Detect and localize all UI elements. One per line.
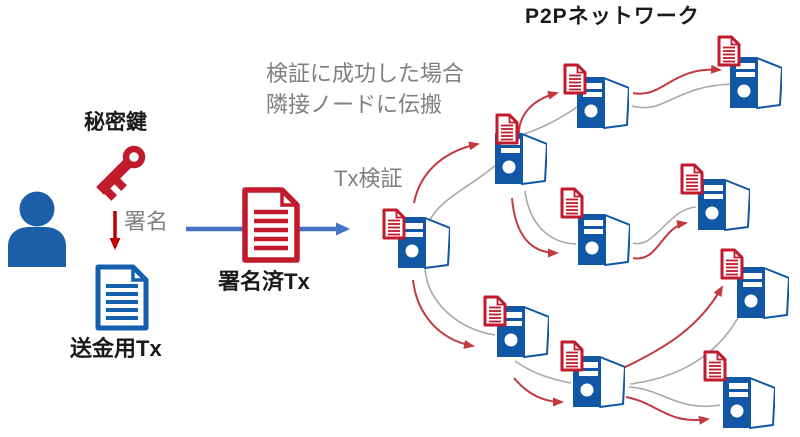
p2p-node-8 xyxy=(483,295,567,381)
p2p-node-6 xyxy=(680,163,768,254)
network-link xyxy=(424,268,496,336)
computer-icon xyxy=(578,214,630,266)
verification-note-line1: 検証に成功した場合 xyxy=(266,61,465,86)
network-link xyxy=(629,311,742,385)
propagation-arrows xyxy=(412,64,723,425)
private-key-icon xyxy=(96,145,146,201)
p2p-node-7 xyxy=(720,248,800,342)
verification-note-line2: 隣接ノードに伝搬 xyxy=(266,92,443,117)
computer-icon xyxy=(573,356,625,408)
propagation-arrow xyxy=(625,396,710,425)
network-link xyxy=(628,386,721,408)
transfer-tx-label: 送金用Tx xyxy=(70,336,162,361)
p2p-node-9 xyxy=(560,340,643,431)
p2p-node-1-entry xyxy=(382,208,468,292)
propagation-arrow xyxy=(513,377,564,407)
propagation-arrow xyxy=(517,90,559,139)
computer-icon xyxy=(723,377,775,429)
tx-document-icon xyxy=(382,208,406,240)
tx-document-icon xyxy=(680,163,704,195)
p2p-node-2 xyxy=(495,113,565,208)
sign-label: 署名 xyxy=(124,209,169,234)
propagation-arrow xyxy=(413,141,480,204)
signed-tx-label: 署名済Tx xyxy=(218,269,310,294)
propagation-arrow xyxy=(632,220,688,260)
network-link xyxy=(523,106,578,135)
propagation-arrow xyxy=(632,64,722,95)
tx-verification-label: Tx検証 xyxy=(334,166,403,191)
computer-icon xyxy=(737,267,789,319)
p2p-node-10 xyxy=(703,350,793,437)
diagram-title: P2Pネットワーク xyxy=(525,5,700,28)
tx-document-icon xyxy=(495,113,519,145)
tx-document-icon xyxy=(483,295,507,327)
tx-document-icon xyxy=(703,350,727,382)
network-link xyxy=(514,360,572,384)
tx-document-icon xyxy=(563,63,587,95)
p2p-node-3 xyxy=(563,63,647,152)
network-links xyxy=(424,83,742,408)
network-link xyxy=(631,83,735,109)
network-link xyxy=(632,206,697,245)
tx-document-icon xyxy=(720,248,744,280)
transfer-tx-document-icon xyxy=(95,264,149,331)
computer-icon xyxy=(698,179,750,231)
user-person-icon xyxy=(8,191,66,267)
propagation-arrow xyxy=(511,197,559,258)
verification-note: 検証に成功した場合 隣接ノードに伝搬 xyxy=(266,58,464,120)
propagation-arrow xyxy=(412,279,475,349)
tx-document-icon xyxy=(560,340,584,372)
network-link xyxy=(524,190,577,245)
propagation-arrow xyxy=(620,285,723,370)
network-link xyxy=(428,163,498,223)
tx-document-icon xyxy=(717,35,741,67)
p2p-node-5 xyxy=(560,187,648,289)
tx-document-icon xyxy=(560,187,584,219)
private-key-label: 秘密鍵 xyxy=(84,111,147,134)
p2p-node-4 xyxy=(717,35,800,132)
signed-tx-document-icon xyxy=(242,187,300,263)
